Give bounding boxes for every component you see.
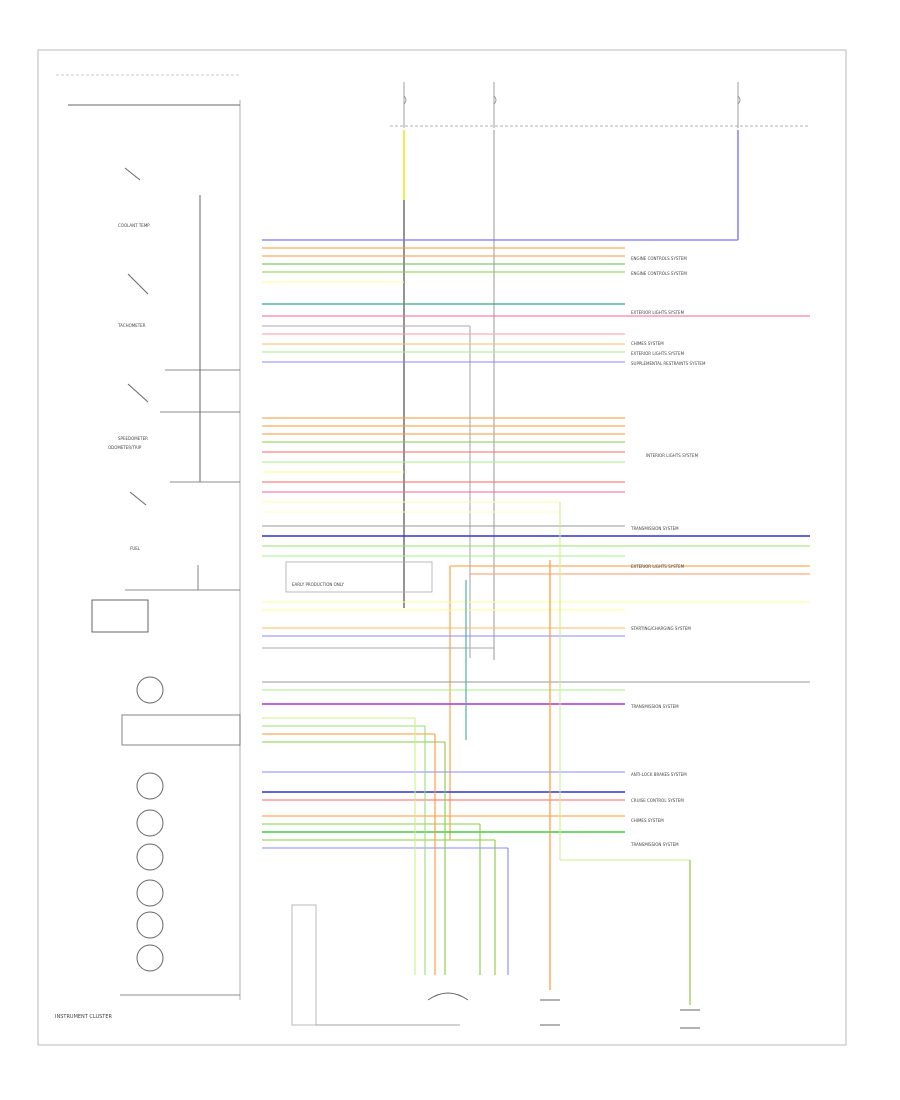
fuse-1 — [403, 82, 407, 128]
gauge-fuel: FUEL — [129, 491, 147, 551]
sensor-right — [680, 1009, 700, 1029]
indicator-lamp-6 — [136, 879, 164, 907]
indicator-lamp-5 — [136, 843, 164, 871]
odometer-label: ODOMETER/TRIP — [108, 445, 142, 450]
sys-sir: SUPPLEMENTAL RESTRAINTS SYSTEM — [631, 361, 706, 366]
wire-group-1 — [262, 247, 810, 658]
sys-transmission-1: TRANSMISSION SYSTEM — [630, 526, 679, 531]
sys-anti-lock: ANTI-LOCK BRAKES SYSTEM — [631, 772, 687, 777]
indicator-lamp-8 — [136, 944, 164, 972]
fuse-2 — [493, 82, 497, 128]
indicator-lamp-1 — [136, 676, 164, 704]
speedometer-label: SPEEDOMETER — [118, 436, 148, 441]
indicator-lamp-4 — [136, 809, 164, 837]
fuse-3 — [737, 82, 741, 128]
wire-group-2 — [262, 417, 810, 840]
fuel-label: FUEL — [130, 546, 141, 551]
instrument-cluster-label: INSTRUMENT CLUSTER — [55, 1014, 113, 1020]
early-production-label: EARLY PRODUCTION ONLY — [292, 582, 344, 587]
ground-symbol — [427, 992, 469, 1001]
low-fuel-module — [91, 599, 149, 633]
sys-interior-lights: INTERIOR LIGHTS SYSTEM — [646, 453, 699, 458]
gauge-coolant-temp: COOLANT TEMP — [118, 167, 150, 228]
indicator-lamp-2 — [121, 714, 241, 746]
gauge-tachometer: TACHOMETER — [117, 273, 149, 328]
tachometer-label: TACHOMETER — [117, 323, 146, 328]
sys-transmission-2: TRANSMISSION SYSTEM — [630, 704, 679, 709]
sys-chimes-2: CHIMES SYSTEM — [631, 818, 664, 823]
sys-exterior-lights-3: EXTERIOR LIGHTS SYSTEM — [631, 564, 685, 569]
sys-transmission-3: TRANSMISSION SYSTEM — [630, 842, 679, 847]
sys-chimes: CHIMES SYSTEM — [631, 341, 664, 346]
sys-exterior-lights-2: EXTERIOR LIGHTS SYSTEM — [631, 351, 685, 356]
indicator-lamp-3 — [136, 772, 164, 800]
shift-switch — [291, 904, 317, 1026]
diagram-frame — [37, 49, 847, 1046]
sys-cruise: CRUISE CONTROL SYSTEM — [631, 798, 684, 803]
sensor-left — [540, 999, 560, 1026]
coolant-temp-label: COOLANT TEMP — [118, 223, 150, 228]
sys-engine-controls-2: ENGINE CONTROLS SYSTEM — [631, 271, 687, 276]
sys-starting-charging: STARTING/CHARGING SYSTEM — [631, 626, 691, 631]
sys-exterior-lights-1: EXTERIOR LIGHTS SYSTEM — [631, 310, 685, 315]
indicator-lamp-7 — [136, 911, 164, 939]
wire-group-3 — [262, 681, 810, 849]
sys-engine-controls-1: ENGINE CONTROLS SYSTEM — [631, 256, 687, 261]
gauge-speedometer: SPEEDOMETER ODOMETER/TRIP — [108, 383, 149, 450]
connector-drops — [414, 502, 691, 1005]
